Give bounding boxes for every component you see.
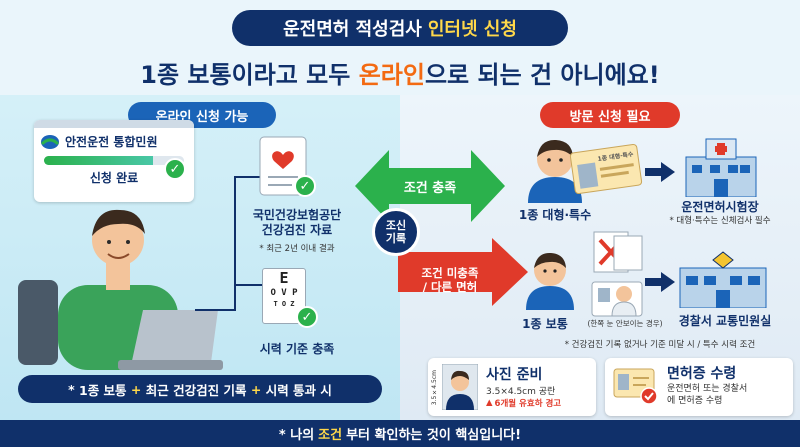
footer-highlight: 조건: [318, 428, 343, 443]
visit-conditions-note: * 건강검진 기록 없거나 기준 미달 시 / 특수 시력 조건: [564, 340, 756, 350]
summary-prefix: *: [68, 381, 75, 397]
health-doc-line1: 국민건강보험공단: [252, 208, 342, 222]
police-label: 경찰서 교통민원실: [678, 314, 772, 328]
portal-name: 안전운전 통합민원: [65, 135, 158, 149]
online-user-illustration: [18, 209, 223, 370]
vision-check-icon: ✓: [296, 306, 318, 328]
headline: 1종 보통이라고 모두 온라인으로 되는 건 아니에요!: [0, 55, 800, 90]
license-receipt-title: 면허증 수령: [667, 366, 737, 382]
normal-license-note: (한쪽 눈 안보이는 경우): [587, 319, 663, 328]
person-hair: [92, 209, 145, 236]
condition-met-arrow: [355, 150, 505, 222]
photo-warning: ▲ 6개월 유효하 경고: [486, 397, 561, 409]
test-center-label: 운전면허시험장: [681, 200, 759, 214]
progress-bar: [44, 156, 184, 165]
chair-icon: [18, 280, 58, 365]
test-center-building-icon: [685, 138, 757, 197]
laptop-icon: [130, 310, 218, 370]
portal-logo-icon: [40, 134, 60, 149]
progress-fill: [44, 156, 154, 165]
large-special-label: 1종 대형·특수: [518, 208, 592, 222]
footer-prefix: * 나의: [278, 428, 315, 443]
online-summary-banner: * 1종 보통 + 최근 건강검진 기록 + 시력 통과 시: [18, 375, 382, 403]
condition-unmet-arrow: [398, 238, 528, 306]
rejected-docs-illustration: [591, 231, 643, 317]
health-check-icon: ✓: [294, 175, 316, 197]
photo-size-label: 3.5×4.5cm: [431, 370, 438, 406]
footer-suffix: 부터 확인하는 것이 핵심입니다!: [346, 428, 522, 443]
portal-window-bar: [34, 120, 194, 128]
license-desc-line2: 에 면허증 수령: [667, 396, 723, 406]
title-highlight: 인터넷 신청: [427, 19, 517, 40]
summary-plus-1: +: [130, 381, 142, 397]
summary-item-3: 시력 통과 시: [265, 382, 332, 398]
health-doc-line2: 건강검진 자료: [261, 223, 333, 237]
photo-title: 사진 준비: [486, 367, 543, 383]
summary-item-2: 최근 건강검진 기록: [145, 382, 247, 398]
title-pill: 운전면허 적성검사 인터넷 신청: [232, 10, 568, 46]
portal-card: 안전운전 통합민원 신청 완료 ✓: [34, 120, 194, 202]
health-document-icon: ✓: [258, 135, 320, 205]
eye-chart-row-1: E: [279, 269, 289, 287]
apply-done-text: 신청 완료: [89, 171, 139, 185]
normal-person-illustration: [526, 252, 574, 310]
normal-license-label: 1종 보통: [522, 317, 568, 331]
police-station-icon: [679, 251, 767, 308]
health-doc-label: 국민건강보험공단 건강검진 자료: [232, 208, 362, 238]
warning-icon: ▲: [486, 398, 493, 408]
condition-unmet-line1: 조건 미충족: [421, 266, 479, 280]
eye-chart-row-2: O V P: [270, 288, 298, 298]
id-photo-icon: [442, 364, 478, 410]
summary-plus-2: +: [250, 381, 262, 397]
photo-warning-text: 6개월 유효하 경고: [494, 399, 562, 409]
condition-met-label: 조건 충족: [403, 181, 457, 196]
arrow-right-icon-2: [645, 272, 675, 292]
connector-lines: [195, 176, 265, 311]
visit-section-text: 방문 신청 필요: [569, 109, 651, 125]
visit-section-label: 방문 신청 필요: [540, 102, 680, 128]
test-center-note: * 대형·특수는 신체검사 필수: [669, 216, 771, 226]
license-receipt-desc: 운전면허 또는 경찰서 에 면허증 수령: [667, 383, 747, 407]
license-receipt-card: 면허증 수령 운전면허 또는 경찰서 에 면허증 수령: [605, 358, 793, 416]
headline-part1: 1종 보통이라고 모두: [140, 61, 351, 89]
condition-unmet-line2: / 다른 면허: [422, 280, 478, 294]
title-text: 운전면허 적성검사: [283, 19, 422, 40]
summary-item-1: 1종 보통: [79, 382, 127, 398]
eye-chart-row-3: T O Z: [273, 300, 295, 308]
health-doc-note: * 최근 2년 이내 결과: [259, 244, 335, 254]
portal-check-icon: ✓: [164, 158, 186, 180]
headline-highlight: 온라인: [358, 61, 425, 89]
license-desc-line1: 운전면허 또는 경찰서: [667, 384, 748, 394]
photo-card: 3.5×4.5cm 사진 준비 3.5×4.5cm 공란 ▲ 6개월 유효하 경…: [428, 358, 596, 416]
circle-line2: 기록: [385, 232, 407, 245]
license-receipt-icon: [613, 368, 658, 405]
license-card-text: 1종 대형·특수: [597, 151, 634, 164]
person-face: [92, 214, 144, 266]
large-special-person-illustration: [528, 139, 582, 203]
condition-unmet-label: 조건 미충족 / 다른 면허: [405, 266, 495, 294]
eye-chart-icon: E O V P T O Z ✓: [262, 268, 322, 336]
photo-desc: 3.5×4.5cm 공란: [486, 387, 556, 397]
condition-record-circle: 조신 기록: [372, 208, 420, 256]
vision-label: 시력 기준 충족: [259, 342, 335, 356]
circle-line1: 조신: [385, 219, 407, 232]
headline-part2: 으로 되는 건 아니에요!: [424, 61, 660, 89]
arrow-right-icon: [645, 162, 675, 182]
